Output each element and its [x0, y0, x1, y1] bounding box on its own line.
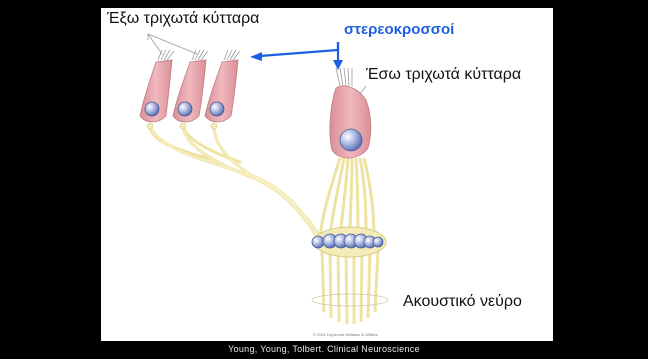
arrowhead-down [333, 60, 343, 70]
outer-hair-cell-3 [205, 50, 240, 129]
inner-hair-cell [330, 68, 371, 158]
stereocilia-arrow [260, 42, 338, 64]
copyright-notice: © 2001 Lippincott Williams & Wilkins [313, 332, 378, 337]
outer-hair-cell-1 [140, 50, 174, 129]
outer-hair-cell-2 [173, 50, 208, 129]
stereocilia-label: στερεοκροσσοί [344, 21, 454, 38]
auditory-nerve-fibers [322, 250, 378, 324]
arrowhead-left [250, 52, 262, 61]
auditory-nerve-label: Ακουστικό νεύρο [403, 293, 522, 311]
outer-hair-cells-label: Έξω τριχωτά κύτταρα [107, 10, 259, 28]
outer-label-pointers [148, 34, 197, 54]
inner-cell-fibers [320, 158, 374, 238]
inner-hair-cells-label: Έσω τριχωτά κύτταρα [366, 66, 521, 84]
inner-label-pointer [360, 86, 366, 94]
outer-cell-fibers [150, 126, 326, 244]
source-caption: Young, Young, Tolbert. Clinical Neurosci… [0, 344, 648, 354]
spiral-ganglion [312, 227, 386, 257]
